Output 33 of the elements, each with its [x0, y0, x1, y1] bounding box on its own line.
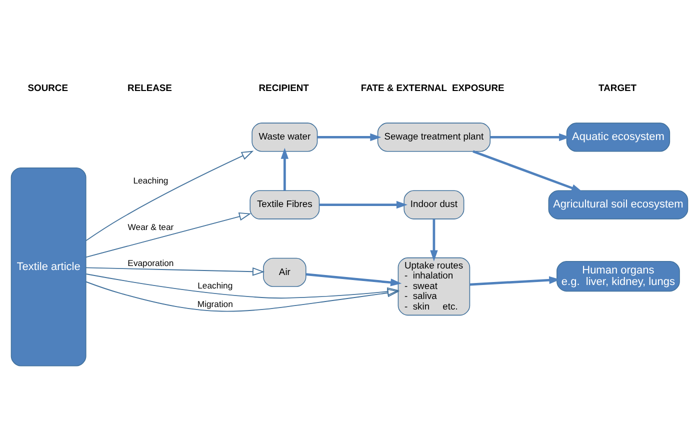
- arrow: [85, 281, 400, 312]
- edge-label: Leaching: [133, 175, 168, 186]
- arrow: [470, 276, 560, 286]
- node-box: Uptake routes - inhalation - sweat - saliva - skin etc.: [398, 257, 470, 316]
- node-box: Textile Fibres: [250, 190, 320, 220]
- label: RECIPIENT: [258, 82, 309, 93]
- label: RELEASE: [128, 82, 172, 93]
- edge-label: Migration: [197, 298, 233, 309]
- arrow: [86, 267, 265, 276]
- edge-label: Leaching: [198, 280, 233, 291]
- arrow: [472, 150, 583, 192]
- arrow: [86, 274, 400, 299]
- arrow: [319, 200, 408, 209]
- node-box: Textile article: [10, 167, 86, 366]
- node-box: Waste water: [252, 122, 318, 152]
- arrow: [306, 273, 402, 286]
- node-box: Human organs e.g. liver, kidney, lungs: [556, 260, 680, 292]
- node-box: Aquatic ecosystem: [566, 122, 670, 152]
- arrow: [280, 148, 289, 191]
- node-box: Air: [263, 258, 306, 287]
- edge-label: Evaporation: [128, 258, 174, 268]
- arrow: [318, 133, 382, 142]
- arrow: [86, 212, 252, 258]
- arrow: [490, 133, 570, 142]
- edge-label: Wear & tear: [128, 222, 174, 232]
- label: SOURCE: [28, 82, 68, 93]
- arrow: [430, 219, 438, 262]
- node-box: Sewage treatment plant: [377, 122, 491, 152]
- arrow: [86, 150, 254, 242]
- label: FATE & EXTERNAL EXPOSURE: [360, 82, 504, 93]
- label: TARGET: [598, 82, 637, 93]
- node-box: Agricultural soil ecosystem: [548, 190, 688, 220]
- node-box: Indoor dust: [404, 190, 464, 220]
